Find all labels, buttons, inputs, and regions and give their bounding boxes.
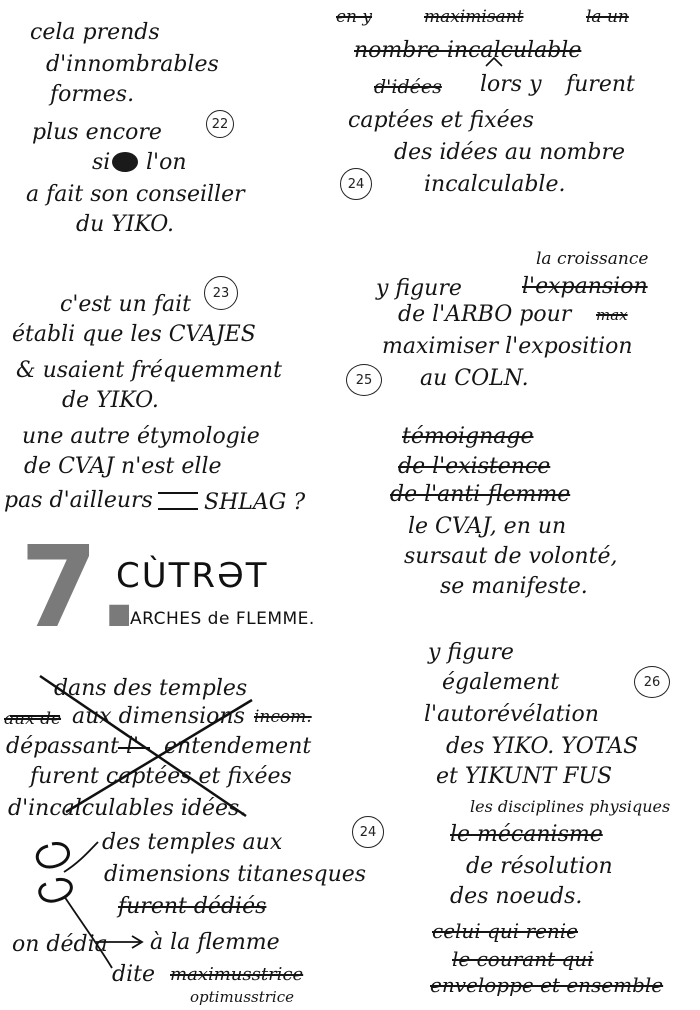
note-number-24b: 24 — [352, 816, 384, 848]
crossed-line: furent captées et fixées — [30, 764, 292, 789]
crossed-line: dans des temples — [54, 676, 248, 701]
note25-line: au COLN. — [420, 366, 529, 391]
note-number-23: 23 — [204, 276, 238, 310]
note22-line: l'on — [146, 150, 187, 175]
note24b-line: dimensions titanesques — [104, 862, 367, 887]
cross-out-stroke — [65, 698, 253, 814]
note24-line: des idées au nombre — [394, 140, 625, 165]
note22-line: plus encore — [32, 120, 162, 145]
scribble-blot — [112, 152, 138, 172]
crossed-word: le mécanisme — [450, 822, 603, 847]
note23-line: établi que les CVAJES — [12, 322, 256, 347]
inserted-word: la croissance — [536, 249, 649, 269]
crossed-fragment: incom. — [254, 707, 312, 727]
note23-line: de YIKO. — [62, 388, 159, 413]
crossed-line: en y — [336, 7, 373, 27]
crossed-line: enveloppe et ensemble — [430, 973, 664, 997]
section-title: CÙTRƏT — [116, 556, 269, 596]
note-number-26: 26 — [634, 666, 670, 698]
note24b-line: à la flemme — [150, 930, 280, 955]
note26-line: également — [442, 670, 560, 695]
note26-line: y figure — [428, 640, 514, 665]
note25-line: maximiser l'exposition — [382, 334, 633, 359]
crossed-line: de l'existence — [398, 454, 551, 479]
crossed-line: la un — [586, 7, 629, 27]
note22-line: du YIKO. — [76, 212, 175, 237]
note22-line: a fait son conseiller — [26, 182, 245, 207]
crossed-line: nombre incalculable — [354, 38, 582, 63]
note25-line: y figure — [376, 276, 462, 301]
crossed-fragment: aux de — [4, 709, 62, 729]
crossed-line: témoignage — [402, 424, 534, 449]
section-number: 7. — [20, 523, 141, 653]
crossed-line: maximisant — [424, 7, 524, 27]
note-number-25: 25 — [346, 364, 382, 396]
arrow-head — [131, 935, 144, 949]
crossed-line: dépassant l' — [6, 734, 140, 759]
note-number-22: 22 — [206, 110, 234, 138]
arrow-line — [63, 841, 99, 873]
crossed-line: le courant qui — [452, 947, 594, 971]
hash-scribble — [158, 492, 198, 510]
note24-line: lors y — [480, 72, 542, 97]
inserted-word: optimusstrice — [190, 988, 295, 1006]
note26-line: et YIKUNT FUS — [436, 764, 613, 789]
crossed-line: de l'anti-flemme — [390, 482, 571, 507]
crossed-line: celui qui renie — [432, 919, 579, 943]
crossed-line: d'idées — [374, 76, 442, 98]
note24-line: furent — [566, 72, 635, 97]
note23-line: pas d'ailleurs — [4, 488, 153, 513]
section-subtitle: ARCHES de FLEMME. — [130, 609, 315, 629]
note23-line: de CVAJ n'est elle — [24, 454, 222, 479]
arrow-line — [63, 895, 113, 969]
note24-line: captées et fixées — [348, 108, 534, 133]
note24b-line: dite — [112, 962, 155, 987]
note23-line: & usaient fréquemment — [16, 358, 282, 383]
note26-line: l'autorévélation — [424, 702, 599, 727]
note26-line: des YIKO. YOTAS — [446, 734, 639, 759]
crossed-word: l'expansion — [522, 274, 648, 299]
crossed-line: maximusstrice — [170, 964, 304, 985]
crossed-word: max — [596, 306, 628, 324]
note26-line: de résolution — [466, 854, 613, 879]
note25b-line: se manifeste. — [440, 574, 588, 599]
crossed-line: furent dédiés — [118, 894, 267, 919]
doodle — [35, 842, 73, 903]
note24b-line: des temples aux — [102, 830, 283, 855]
note22-line: d'innombrables — [46, 52, 219, 77]
note23-line: SHLAG ? — [204, 490, 306, 515]
note-number-24: 24 — [340, 168, 372, 200]
note25b-line: sursaut de volonté, — [404, 544, 618, 569]
note24-line: incalculable. — [424, 172, 566, 197]
note23-line: une autre étymologie — [22, 424, 260, 449]
note22-line: formes. — [50, 82, 135, 107]
insert-caret — [485, 56, 503, 67]
note25b-line: le CVAJ, en un — [408, 514, 567, 539]
cross-out-stroke — [39, 674, 247, 818]
crossed-line: d'incalculables idées. — [8, 796, 247, 821]
note22-line: si — [92, 150, 111, 175]
note23-line: c'est un fait — [60, 292, 191, 317]
inserted-word: les disciplines physiques — [470, 797, 671, 816]
note22-line: cela prends — [30, 20, 160, 45]
note26-line: des noeuds. — [450, 884, 583, 909]
note25-line: de l'ARBO pour — [398, 302, 572, 327]
